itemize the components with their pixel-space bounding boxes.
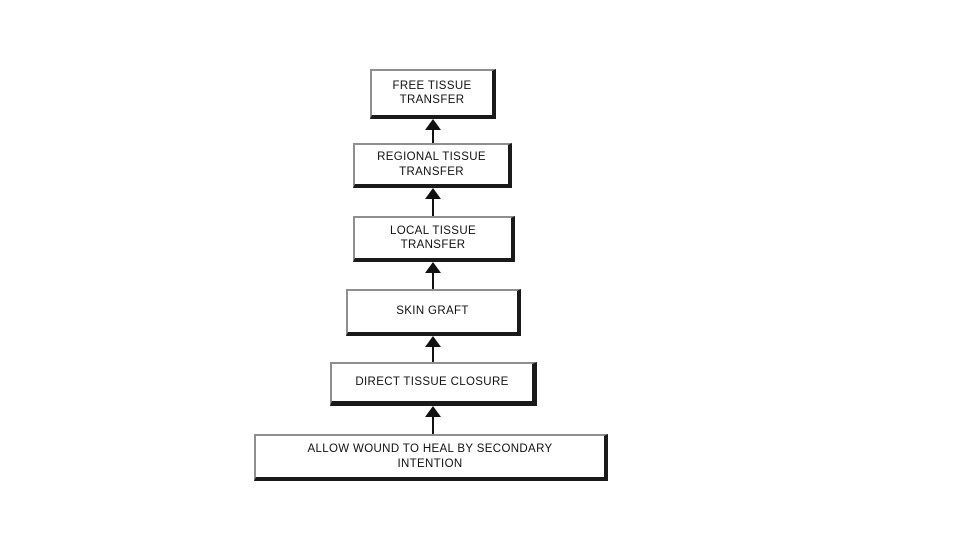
node-direct-tissue-closure[interactable]: DIRECT TISSUE CLOSURE bbox=[330, 362, 537, 406]
arrow-local-to-regional bbox=[421, 188, 445, 216]
arrow-up-icon bbox=[425, 406, 441, 417]
arrow-stem bbox=[432, 197, 434, 216]
arrow-direct-closure-to-skin-graft bbox=[421, 336, 445, 362]
node-local-tissue-transfer[interactable]: LOCAL TISSUE TRANSFER bbox=[353, 216, 515, 262]
arrow-up-icon bbox=[425, 262, 441, 273]
arrow-allow-wound-to-direct-closure bbox=[421, 406, 445, 434]
node-label: FREE TISSUE TRANSFER bbox=[392, 79, 472, 106]
node-regional-tissue-transfer[interactable]: REGIONAL TISSUE TRANSFER bbox=[353, 143, 512, 188]
arrow-regional-to-free bbox=[421, 119, 445, 143]
arrow-up-icon bbox=[425, 119, 441, 130]
arrow-stem bbox=[432, 415, 434, 434]
node-skin-graft[interactable]: SKIN GRAFT bbox=[346, 289, 521, 336]
node-label: DIRECT TISSUE CLOSURE bbox=[355, 376, 509, 389]
arrow-up-icon bbox=[425, 336, 441, 347]
node-label: LOCAL TISSUE TRANSFER bbox=[389, 224, 476, 251]
node-label: ALLOW WOUND TO HEAL BY SECONDARY INTENTI… bbox=[307, 443, 553, 470]
arrow-stem bbox=[432, 128, 434, 143]
arrow-skin-graft-to-local bbox=[421, 262, 445, 289]
arrow-stem bbox=[432, 345, 434, 362]
arrow-stem bbox=[432, 271, 434, 289]
node-free-tissue-transfer[interactable]: FREE TISSUE TRANSFER bbox=[370, 69, 496, 119]
node-allow-wound-heal-secondary-intention[interactable]: ALLOW WOUND TO HEAL BY SECONDARY INTENTI… bbox=[254, 434, 608, 481]
arrow-up-icon bbox=[425, 188, 441, 199]
node-label: SKIN GRAFT bbox=[396, 305, 469, 318]
node-label: REGIONAL TISSUE TRANSFER bbox=[377, 151, 486, 178]
